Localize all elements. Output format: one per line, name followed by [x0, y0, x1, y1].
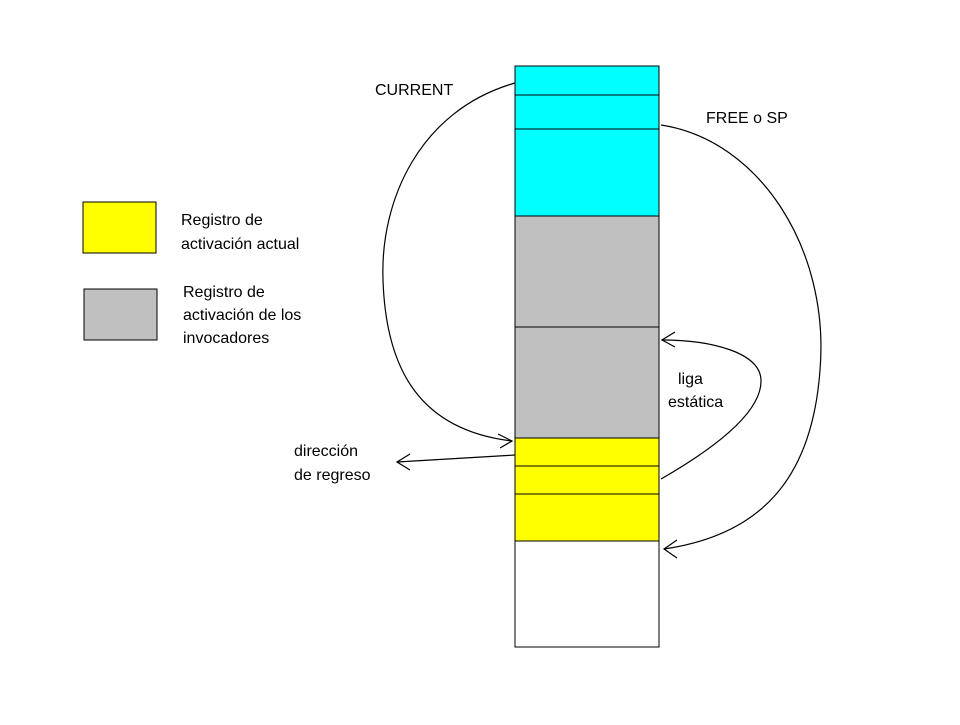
return-address-label-line2: de regreso	[294, 467, 371, 484]
free-sp-label: FREE o SP	[706, 110, 788, 127]
static-link-label-line1: liga	[678, 371, 703, 388]
stack-free-area	[514, 65, 660, 217]
free-pointer-arrow	[660, 124, 822, 559]
stack-caller-frame-2	[514, 326, 660, 439]
legend-callers-line2: activación de los	[183, 307, 301, 324]
legend: Registro de activación actual Registro d…	[82, 201, 301, 347]
current-label: CURRENT	[375, 82, 453, 99]
stack-caller-frame-1	[514, 215, 660, 328]
stack-current-frame	[514, 437, 660, 542]
legend-current-line1: Registro de	[181, 212, 263, 229]
static-link-arrow	[660, 331, 762, 480]
legend-swatch-callers	[83, 288, 158, 341]
stack-column	[514, 65, 660, 648]
legend-swatch-current	[82, 201, 157, 254]
current-pointer-arrow	[382, 82, 516, 449]
legend-current-line2: activación actual	[181, 236, 299, 253]
static-link-label-line2: estática	[668, 394, 723, 411]
return-address-arrow	[395, 453, 516, 471]
return-address-label-line1: dirección	[294, 443, 358, 460]
stack-unused-area	[514, 540, 660, 648]
legend-callers-line3: invocadores	[183, 330, 269, 347]
legend-callers-line1: Registro de	[183, 284, 265, 301]
